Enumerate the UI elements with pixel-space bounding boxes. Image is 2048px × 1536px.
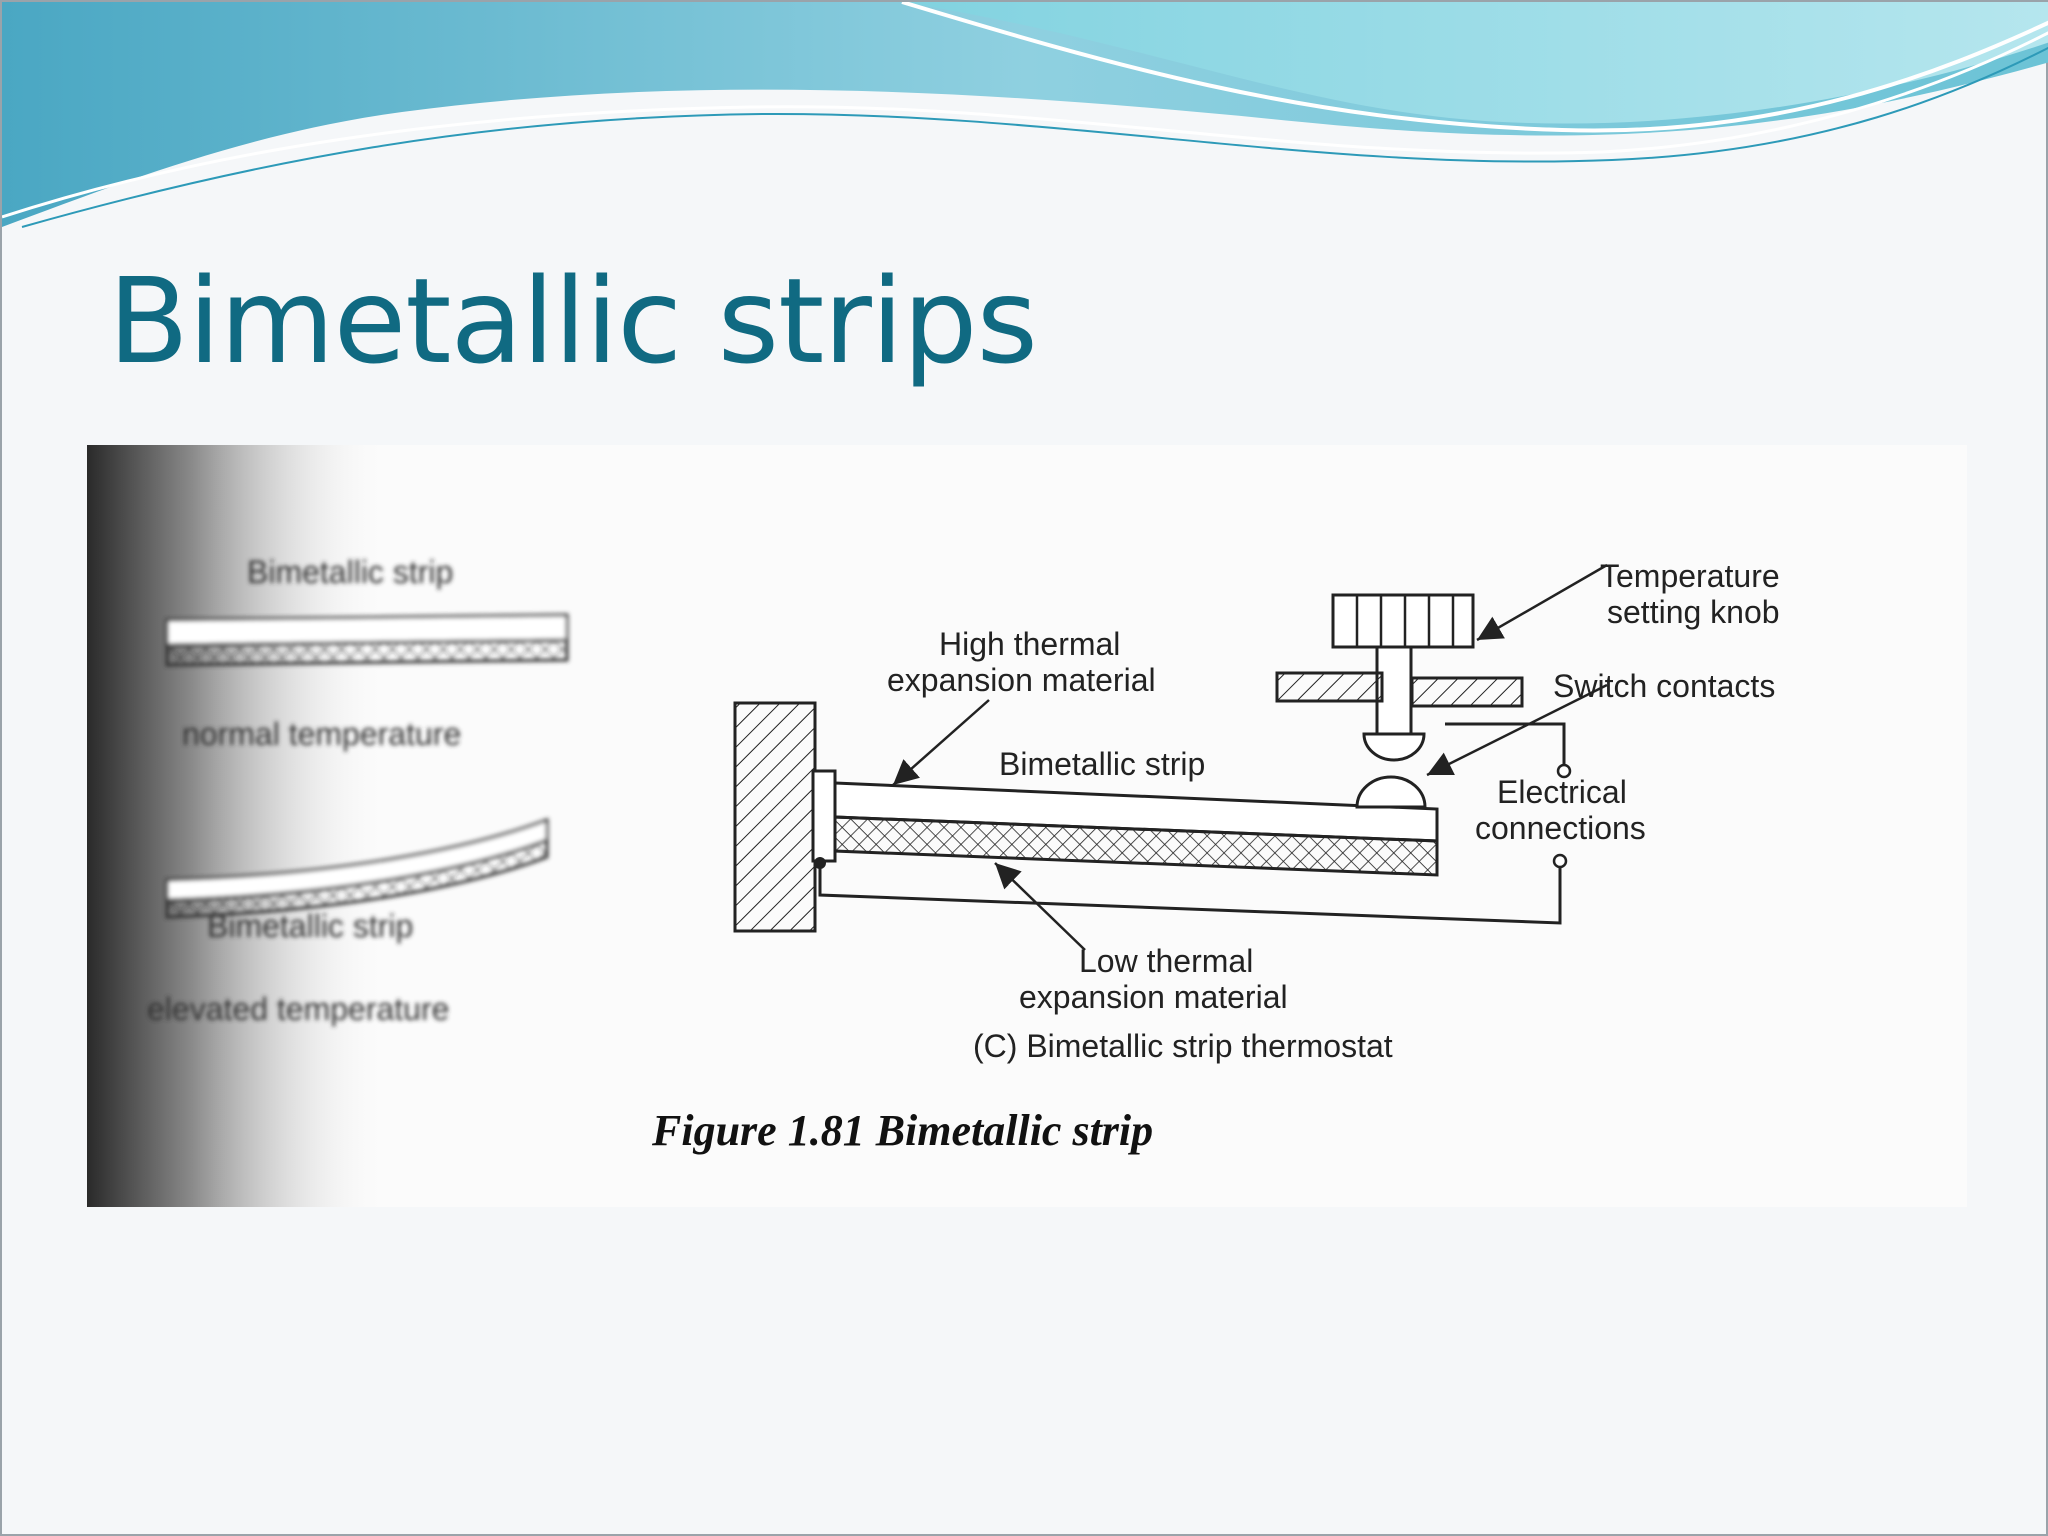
figure-caption: Figure 1.81 Bimetallic strip (651, 1106, 1153, 1155)
label-low-thermal: Low thermal (1079, 943, 1253, 979)
sub-caption: (C) Bimetallic strip thermostat (973, 1028, 1393, 1064)
label-switch-contacts: Switch contacts (1553, 668, 1775, 704)
left-blurred-panel: Bimetallic strip normal temperature Bime… (87, 445, 569, 1207)
upper-contact (1362, 732, 1426, 762)
wire-bottom (818, 863, 1562, 925)
label-high-thermal: High thermal (939, 626, 1120, 662)
wall-mount (733, 701, 817, 933)
thermostat-diagram: Temperature setting knob High thermal ex… (733, 558, 1780, 1064)
label-high-thermal-expansion: expansion material (887, 662, 1156, 698)
bimetallic-figure-svg: Bimetallic strip normal temperature Bime… (87, 445, 1780, 1207)
slide-title: Bimetallic strips (108, 252, 1038, 390)
left-label-elevated: elevated temperature (147, 991, 449, 1027)
lower-contact (1355, 775, 1427, 809)
label-setting-knob: setting knob (1607, 594, 1780, 630)
label-bimetallic-strip: Bimetallic strip (999, 746, 1205, 782)
header-wave-decoration (2, 2, 2048, 228)
left-label-normal: normal temperature (182, 716, 461, 752)
left-label-strip-bottom: Bimetallic strip (207, 908, 413, 944)
temperature-knob (1331, 593, 1475, 649)
label-connections: connections (1475, 810, 1646, 846)
label-temperature: Temperature (1600, 558, 1780, 594)
figure-image: Bimetallic strip normal temperature Bime… (87, 445, 1967, 1207)
left-label-strip-top: Bimetallic strip (247, 554, 453, 590)
wire-top (1445, 722, 1566, 767)
label-low-thermal-expansion: expansion material (1019, 979, 1288, 1015)
label-electrical: Electrical (1497, 774, 1627, 810)
low-expansion-layer (833, 815, 1439, 877)
